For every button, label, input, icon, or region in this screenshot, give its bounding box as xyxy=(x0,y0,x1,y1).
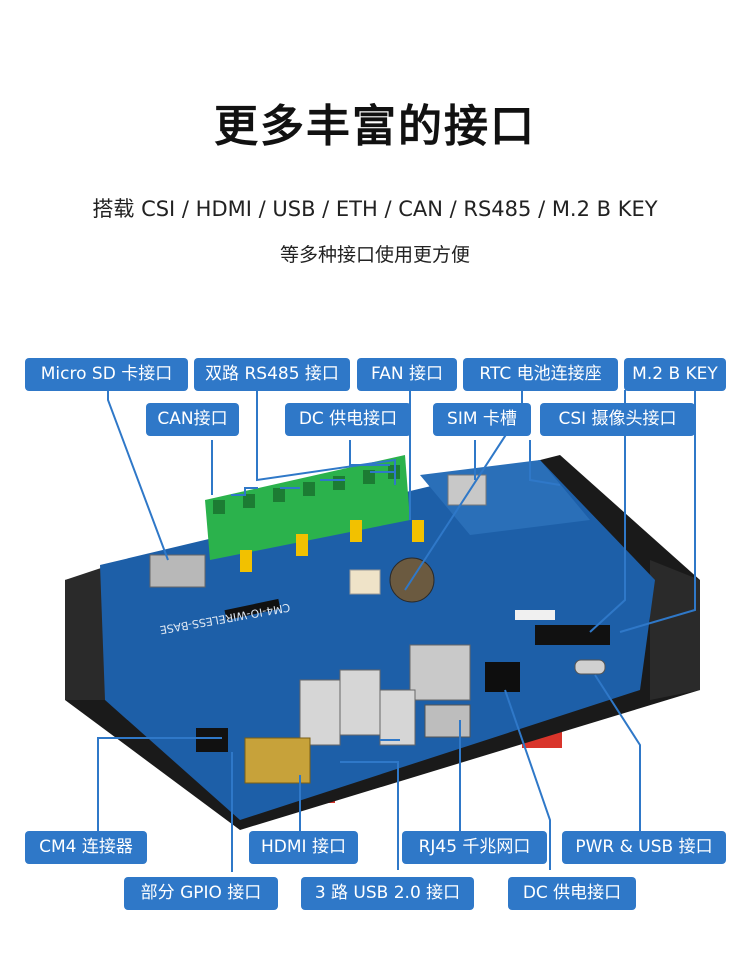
usb-port xyxy=(339,669,381,736)
leader-lines xyxy=(97,390,696,872)
usb-port xyxy=(379,689,416,746)
jumper xyxy=(296,534,308,556)
usb-c-port xyxy=(574,659,606,675)
label-rj45: RJ45 千兆网口 xyxy=(402,831,547,864)
label-dc-top: DC 供电接口 xyxy=(285,403,411,436)
terminal-block xyxy=(205,455,410,560)
jumper xyxy=(240,550,252,572)
jumper xyxy=(350,520,362,542)
label-gpio: 部分 GPIO 接口 xyxy=(124,877,278,910)
label-csi: CSI 摄像头接口 xyxy=(540,403,695,436)
label-hdmi: HDMI 接口 xyxy=(249,831,358,864)
gpio-header xyxy=(196,728,228,752)
sim-slot xyxy=(447,474,487,506)
case-side xyxy=(650,560,700,700)
label-micro-sd: Micro SD 卡接口 xyxy=(25,358,188,391)
page-subtitle-2: 等多种接口使用更方便 xyxy=(279,244,470,266)
csi-connector xyxy=(515,610,555,620)
m2-connector xyxy=(535,625,610,645)
rj45-front xyxy=(424,704,471,738)
label-dc-bottom: DC 供电接口 xyxy=(508,877,636,910)
label-rs485: 双路 RS485 接口 xyxy=(194,358,350,391)
page-title: 更多丰富的接口 xyxy=(214,101,536,152)
case-side xyxy=(65,565,110,700)
label-usb: 3 路 USB 2.0 接口 xyxy=(301,877,474,910)
label-cm4: CM4 连接器 xyxy=(25,831,147,864)
label-can: CAN接口 xyxy=(146,403,239,436)
label-pwr-usb: PWR & USB 接口 xyxy=(562,831,726,864)
cm4-connector xyxy=(224,598,281,621)
page-subtitle: 搭载 CSI / HDMI / USB / ETH / CAN / RS485 … xyxy=(92,197,658,221)
sd-card-slot xyxy=(149,554,206,588)
label-sim: SIM 卡槽 xyxy=(433,403,531,436)
dc-jack xyxy=(485,662,520,692)
label-m2: M.2 B KEY xyxy=(624,358,726,391)
label-fan: FAN 接口 xyxy=(357,358,457,391)
fan-connector xyxy=(349,569,381,595)
label-rtc: RTC 电池连接座 xyxy=(463,358,618,391)
rj45-port xyxy=(409,644,471,701)
usb-port xyxy=(299,679,341,746)
jumper xyxy=(412,520,424,542)
